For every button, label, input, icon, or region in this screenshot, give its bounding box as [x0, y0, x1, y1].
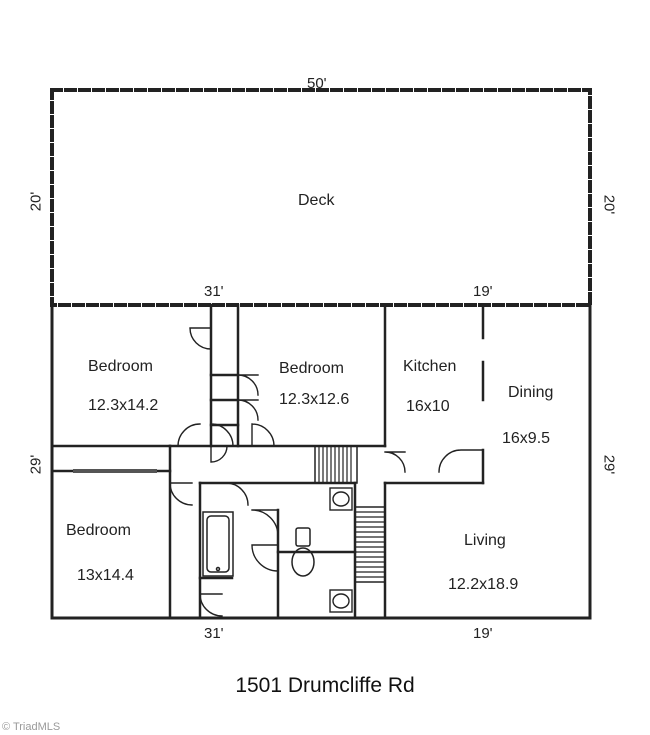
address-caption: 1501 Drumcliffe Rd: [235, 674, 415, 697]
bedroom-3-name: Bedroom: [66, 522, 131, 539]
house-dim-bottom-left: 31': [204, 625, 224, 642]
deck-dim-right: 20': [600, 194, 618, 215]
living-name: Living: [464, 532, 506, 549]
bedroom-2-name: Bedroom: [279, 360, 344, 377]
bedroom-1-size: 12.3x14.2: [88, 397, 159, 414]
deck-outline: [50, 88, 592, 307]
stairs-lower: [354, 506, 386, 583]
house-dim-left: 29': [27, 454, 45, 475]
bathtub: [202, 511, 234, 577]
sinks: [329, 487, 353, 613]
deck-label: Deck: [298, 192, 335, 209]
deck-dim-bottom-left: 31': [204, 283, 224, 300]
bedroom-2-size: 12.3x12.6: [279, 391, 350, 408]
bedroom-3-size: 13x14.4: [77, 567, 134, 584]
watermark: © TriadMLS: [2, 721, 61, 733]
dining-size: 16x9.5: [502, 430, 551, 447]
door-swings: [169, 327, 484, 617]
kitchen-name: Kitchen: [403, 358, 457, 375]
deck-dim-left: 20': [27, 191, 45, 212]
house-dim-bottom-right: 19': [473, 625, 493, 642]
kitchen-size: 16x10: [406, 398, 450, 415]
house-walls: [50, 303, 592, 620]
interior-walls: [50, 303, 485, 620]
bedroom-1-name: Bedroom: [88, 358, 153, 375]
toilet: [291, 527, 315, 577]
deck-dim-bottom-right: 19': [473, 283, 493, 300]
living-size: 12.2x18.9: [448, 576, 519, 593]
stairs-upper: [314, 445, 358, 484]
dining-name: Dining: [508, 384, 554, 401]
deck-dim-top: 50': [307, 75, 327, 92]
house-dim-right: 29': [600, 454, 618, 475]
